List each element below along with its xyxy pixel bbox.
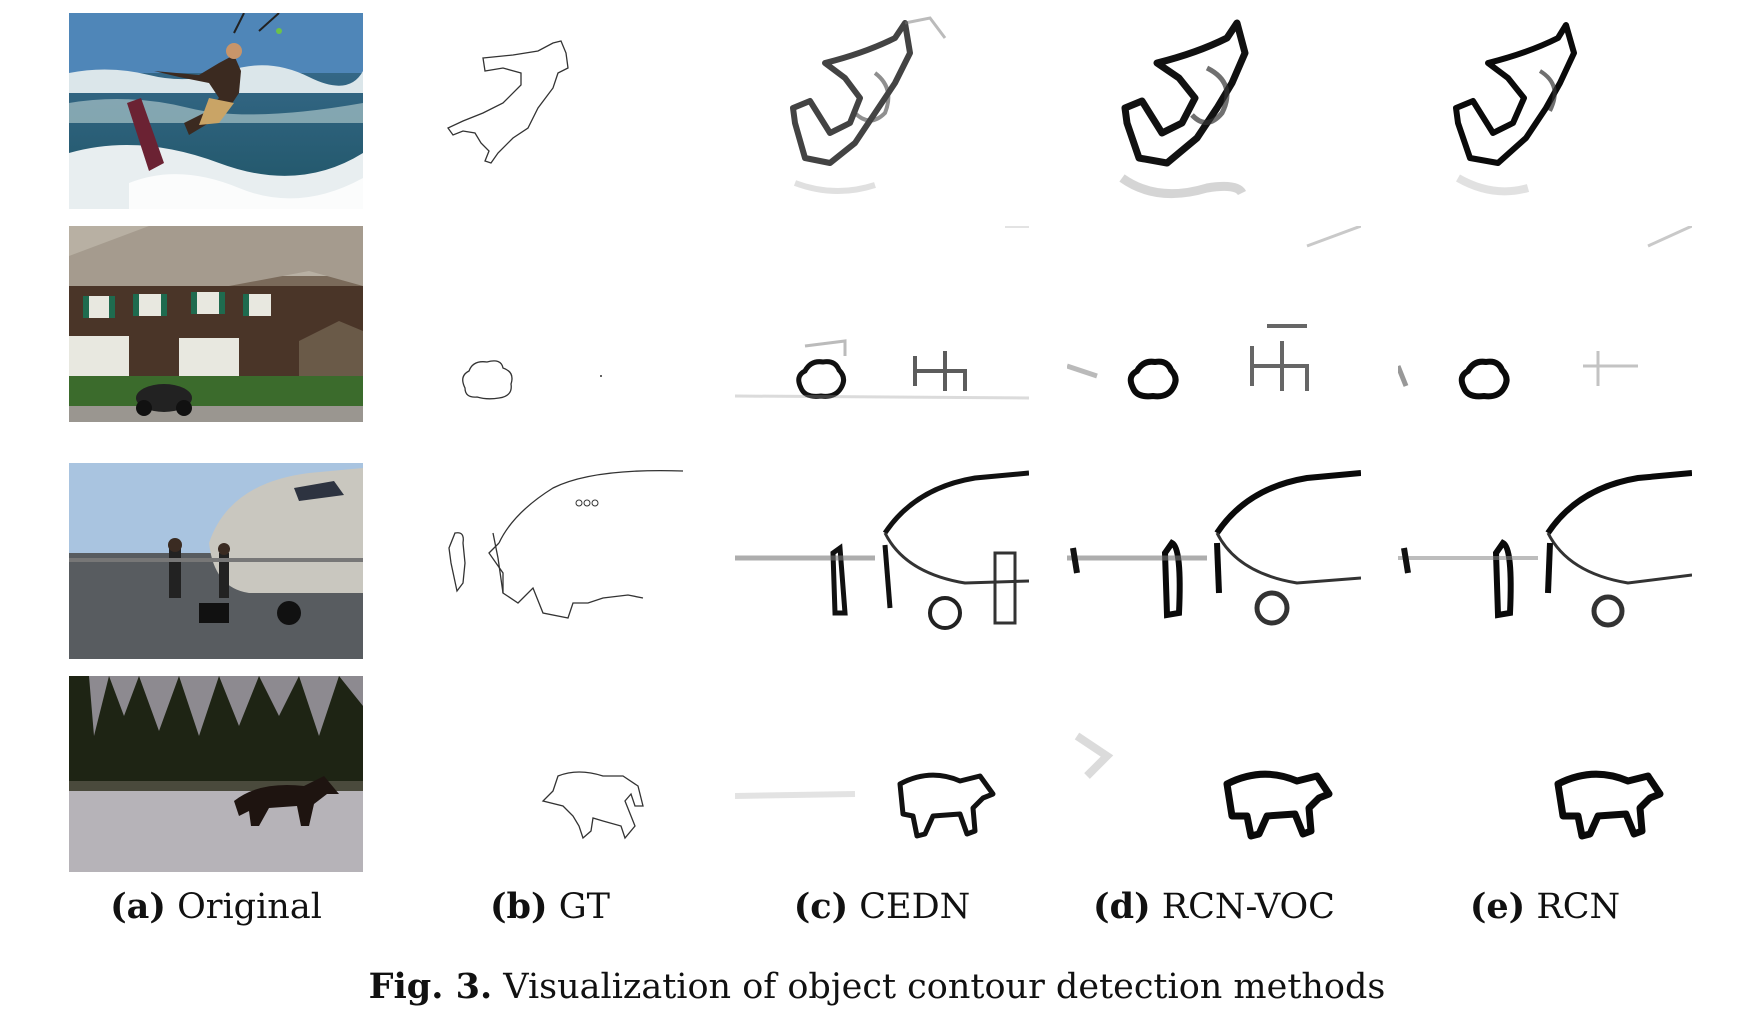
rcn-voc-airplane-contour [1067, 463, 1361, 659]
rcn-kitesurfer-contour [1398, 13, 1692, 209]
caption-label: Fig. 3. [368, 966, 493, 1007]
column-label-gt: (b) GT [403, 886, 697, 927]
column-tag: (d) [1093, 886, 1151, 927]
original-horse-image [69, 676, 363, 872]
original-airplane-image [69, 463, 363, 659]
column-label-cedn: (c) CEDN [735, 886, 1029, 927]
rcn-house-contour [1398, 226, 1692, 422]
rcn-voc-house-contour [1067, 226, 1361, 422]
rcn-voc-kitesurfer-contour [1067, 13, 1361, 209]
figure-caption: Fig. 3. Visualization of object contour … [0, 966, 1754, 1007]
column-tag: (e) [1469, 886, 1526, 927]
column-name: RCN-VOC [1161, 887, 1335, 927]
caption-text: Visualization of object contour detectio… [503, 967, 1386, 1007]
cedn-horse-contour [735, 676, 1029, 872]
column-tag: (b) [489, 886, 548, 927]
column-label-rcn-voc: (d) RCN-VOC [1067, 886, 1361, 927]
gt-horse-contour [403, 676, 697, 872]
column-label-rcn: (e) RCN [1398, 886, 1692, 927]
cedn-house-contour [735, 226, 1029, 422]
rcn-airplane-contour [1398, 463, 1692, 659]
column-name: Original [177, 887, 322, 927]
column-name: RCN [1536, 887, 1621, 927]
original-kitesurfer-image [69, 13, 363, 209]
column-tag: (a) [110, 886, 166, 927]
rcn-horse-contour [1398, 676, 1692, 872]
gt-kitesurfer-contour [403, 13, 697, 209]
column-tag: (c) [793, 886, 849, 927]
cedn-airplane-contour [735, 463, 1029, 659]
rcn-voc-horse-contour [1067, 676, 1361, 872]
column-label-original: (a) Original [69, 886, 363, 927]
gt-airplane-contour [403, 463, 697, 659]
column-name: CEDN [859, 887, 971, 927]
gt-house-contour [403, 226, 697, 422]
column-name: GT [558, 887, 611, 927]
cedn-kitesurfer-contour [735, 13, 1029, 209]
original-house-image [69, 226, 363, 422]
